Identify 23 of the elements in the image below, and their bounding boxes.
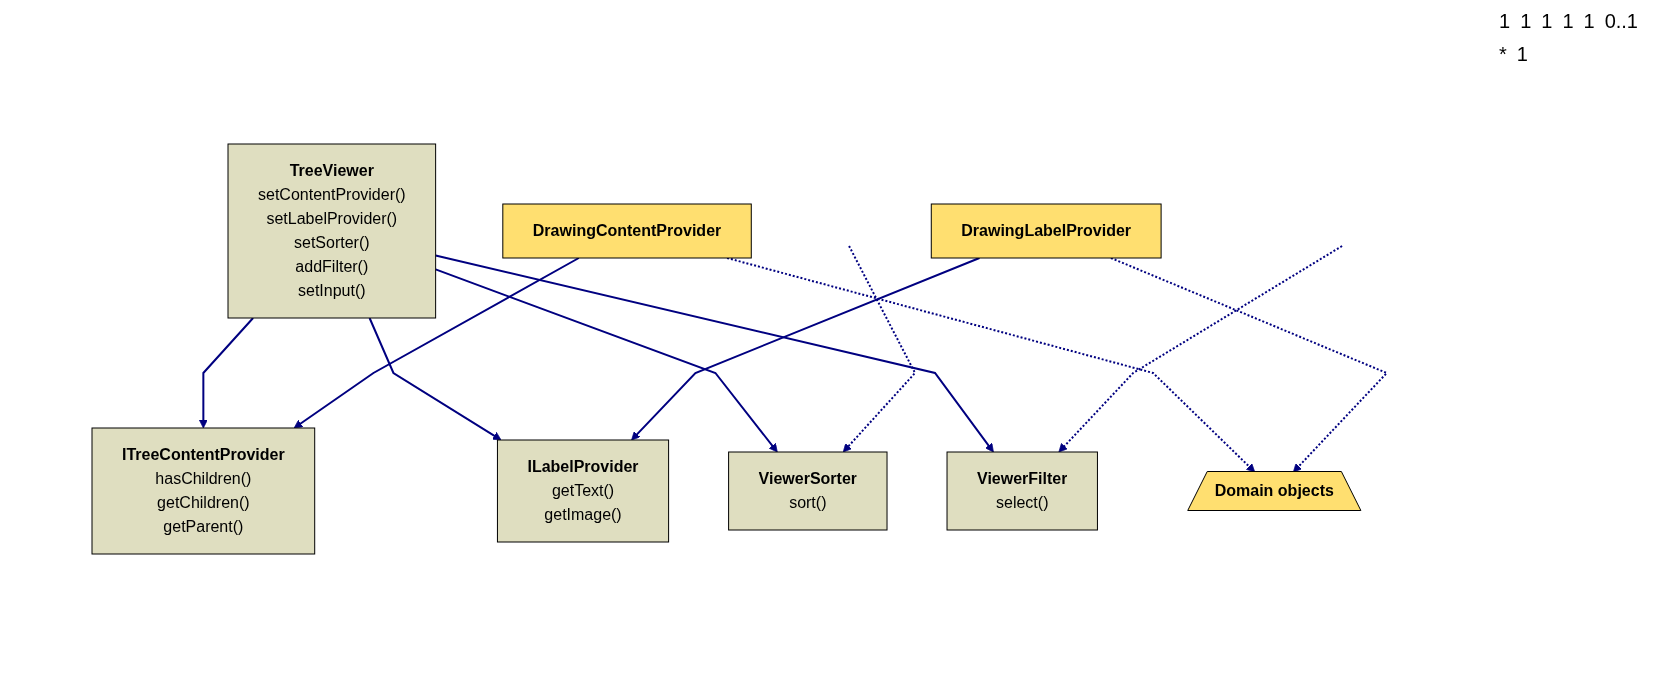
arrow [842,244,917,452]
arrow [199,316,255,428]
multiplicity-label: 1 [1562,10,1574,33]
multiplicity-label: 0..1 [1604,10,1638,33]
multiplicity-label: 1 [1541,10,1553,33]
node-box: ViewerSorter sort() [728,451,888,530]
node-box: ViewerFilter select() [946,451,1099,530]
node-box: DrawingLabelProvider [930,203,1162,258]
arrow [434,267,778,452]
multiplicity-label: 1 [1520,10,1532,33]
arrow [1058,244,1344,452]
node-box: ILabelProvider getText() getImage() [497,439,670,542]
arrow [368,316,502,440]
node-box: TreeViewer setContentProvider() setLabelProvider() setSorter() addFilter() setInput() [227,143,437,318]
multiplicity-label: * [1499,43,1507,66]
arrow [434,253,994,452]
multiplicity-label: 1 [1583,10,1595,33]
node-box: DrawingContentProvider [502,203,752,258]
multiplicity-label: 1 [1516,43,1528,66]
arrow [293,256,580,428]
multiplicity-label: 1 [1499,10,1511,33]
node-box: ITreeContentProvider hasChildren() getChildren() getParent() [91,427,316,554]
arrow [631,256,981,440]
